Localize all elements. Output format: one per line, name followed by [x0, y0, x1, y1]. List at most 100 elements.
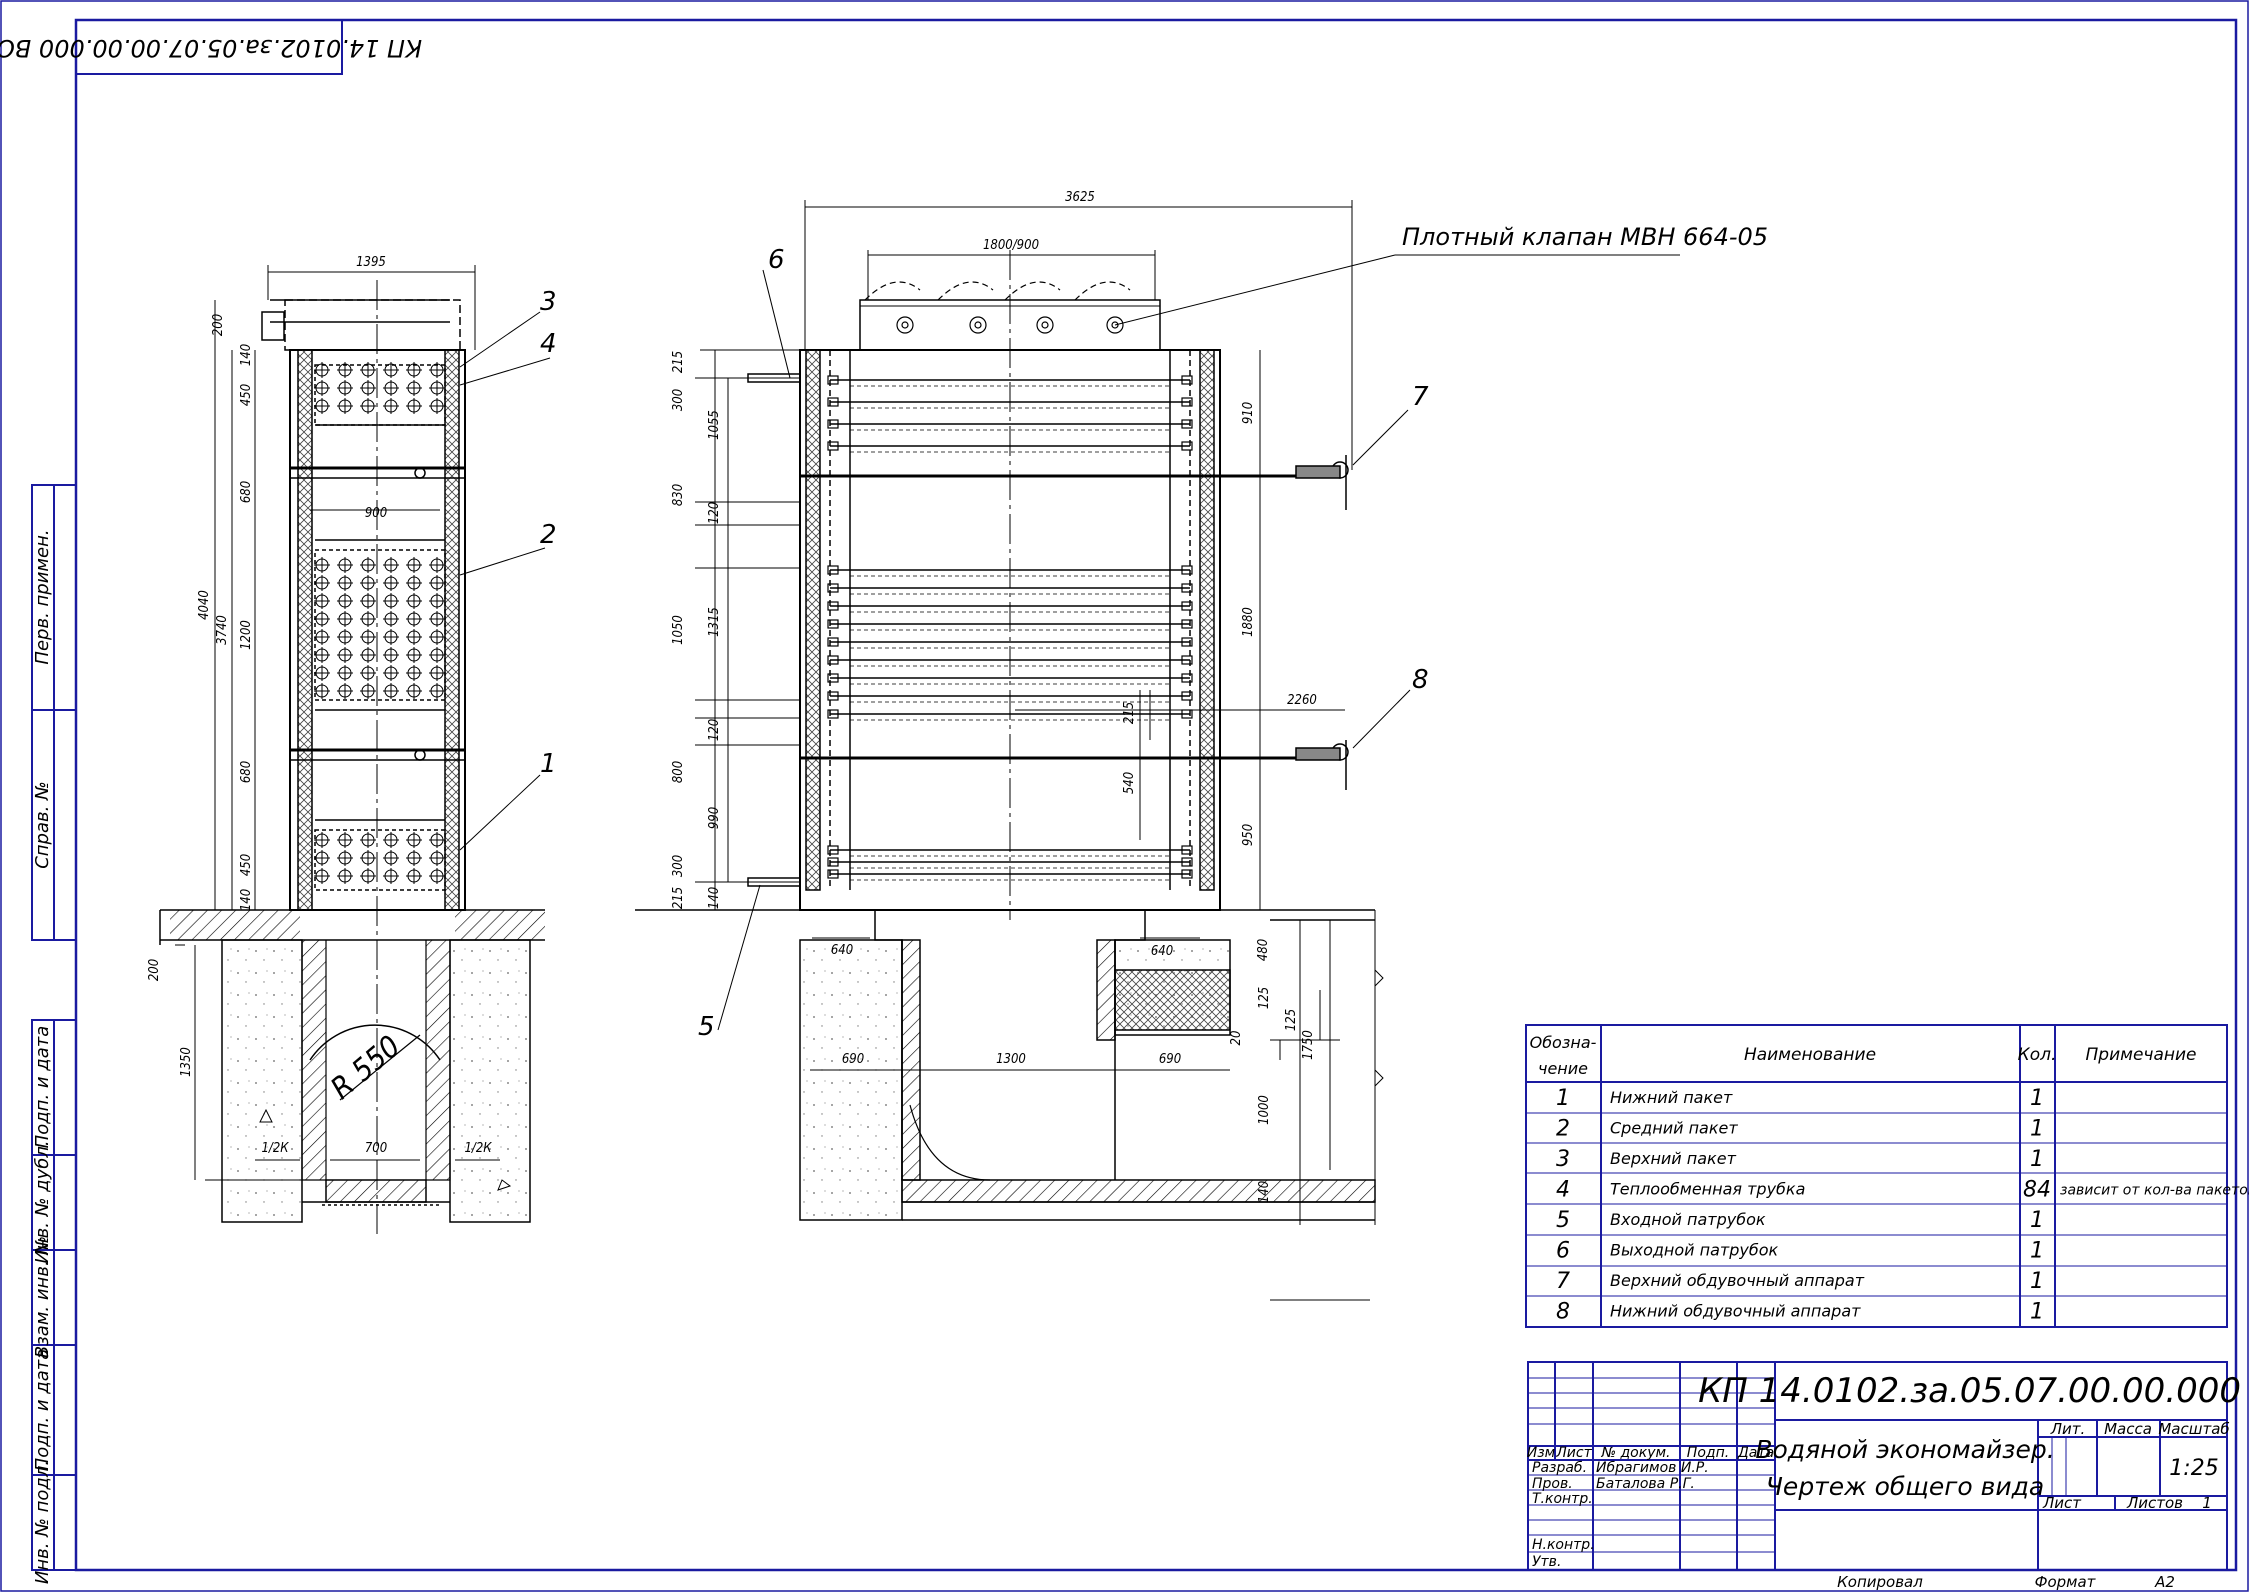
tube-circle	[314, 647, 330, 663]
dim-half-k-right: 1/2К	[464, 1141, 492, 1156]
tube-circle	[406, 557, 422, 573]
tube-circle	[314, 665, 330, 681]
tube-circle	[360, 629, 376, 645]
tb-title-line2: Чертеж общего вида	[1766, 1472, 2044, 1501]
spec-row-name: Входной патрубок	[1610, 1210, 1766, 1229]
tube-circle	[360, 647, 376, 663]
tube-circle	[406, 868, 422, 884]
side-label-sprav: Справ. №	[32, 781, 53, 869]
tube-circle	[429, 362, 445, 378]
callout-4: 4	[540, 329, 557, 359]
tube-circle	[383, 593, 399, 609]
tube-circle	[360, 665, 376, 681]
tube-circle	[406, 629, 422, 645]
dim-3625: 3625	[1065, 190, 1095, 205]
dim-800: 800	[671, 761, 686, 783]
tube-circle	[383, 380, 399, 396]
tube-circle	[314, 575, 330, 591]
dim-200-base: 200	[147, 959, 162, 981]
tb-title-line1: Водяной экономайзер.	[1755, 1435, 2054, 1464]
tube-circle	[429, 629, 445, 645]
damper	[1004, 281, 1061, 334]
tube-circle	[360, 362, 376, 378]
side-label-perv: Перв. примен.	[32, 529, 53, 664]
tube-circle	[406, 380, 422, 396]
dim-120-bottom: 120	[707, 719, 722, 741]
tb-format-value: А2	[2154, 1573, 2175, 1591]
tube-circle	[337, 380, 353, 396]
callout-2: 2	[540, 520, 557, 550]
tube-circle	[406, 398, 422, 414]
dim-1055: 1055	[707, 410, 722, 440]
tb-format-label: Формат	[2035, 1573, 2097, 1591]
spec-row-pos: 8	[1556, 1300, 1570, 1325]
tube-circle	[360, 398, 376, 414]
tube-circle	[406, 850, 422, 866]
dim-1395: 1395	[356, 255, 386, 270]
dim-2260: 2260	[1287, 693, 1317, 708]
tube-circle	[360, 575, 376, 591]
tube-circle	[337, 850, 353, 866]
tb-prov-label: Пров.	[1532, 1476, 1573, 1492]
dim-690-left: 690	[842, 1052, 864, 1067]
dim-990: 990	[707, 807, 722, 829]
spec-table	[1525, 1024, 2228, 1328]
dim-215-bottom: 215	[671, 887, 686, 909]
tube-circle	[429, 832, 445, 848]
tb-col-docnum: № докум.	[1600, 1445, 1670, 1461]
tube-circle	[406, 683, 422, 699]
dim-450-bottom: 450	[239, 854, 254, 876]
spec-row-pos: 2	[1556, 1117, 1570, 1142]
tube-row	[827, 375, 1193, 387]
tb-lit-label: Лит.	[2050, 1420, 2086, 1438]
dim-215-top: 215	[671, 351, 686, 373]
side-label-podp-2: Подп. и дата	[32, 1349, 53, 1472]
tube-circle	[406, 832, 422, 848]
tube-circle	[314, 611, 330, 627]
tube-circle	[337, 683, 353, 699]
spec-row-name: Средний пакет	[1610, 1119, 1738, 1138]
tb-col-izm: Изм	[1527, 1445, 1556, 1461]
tube-circle	[314, 398, 330, 414]
tube-circle	[429, 611, 445, 627]
tube-row	[827, 419, 1193, 431]
callout-1: 1	[540, 749, 557, 779]
tube-circle	[360, 832, 376, 848]
spec-row-pos: 4	[1556, 1178, 1570, 1203]
tube-circle	[314, 557, 330, 573]
tube-circle	[383, 629, 399, 645]
tube-pack-lower	[314, 829, 446, 891]
tb-nkontr-label: Н.контр.	[1532, 1537, 1595, 1553]
right-view-dims: 3625 1800/900 215 300 1055 830 120 1315 …	[671, 190, 1317, 1203]
damper	[937, 281, 994, 334]
tb-col-podp: Подп.	[1687, 1445, 1729, 1461]
tube-circle	[406, 611, 422, 627]
spec-row-name: Нижний пакет	[1610, 1088, 1733, 1107]
tb-sheet-label: Лист	[2042, 1494, 2082, 1512]
tube-circle	[337, 575, 353, 591]
tb-col-data: Дата	[1737, 1445, 1774, 1461]
dim-300-bottom: 300	[671, 855, 686, 877]
tube-circle	[429, 868, 445, 884]
dim-215-mid: 215	[1122, 702, 1137, 724]
tube-row	[827, 857, 1193, 869]
dim-1750: 1750	[1301, 1030, 1316, 1060]
tb-masshtab-label: Масштаб	[2158, 1420, 2229, 1438]
tube-circle	[383, 683, 399, 699]
tube-circle	[429, 665, 445, 681]
dim-20: 20	[1229, 1031, 1244, 1046]
dim-540: 540	[1122, 772, 1137, 794]
tube-circle	[429, 593, 445, 609]
spec-row-qty: 1	[2030, 1300, 2044, 1325]
tb-copied: Копировал	[1837, 1573, 1923, 1591]
top-dampers	[864, 281, 1131, 334]
spec-row-qty: 1	[2030, 1208, 2044, 1233]
tube-circle	[429, 683, 445, 699]
tube-row	[827, 673, 1193, 685]
drawing-frame	[74, 18, 2238, 1572]
dim-1880: 1880	[1241, 607, 1256, 637]
title-block	[1527, 1361, 2228, 1571]
tb-razrab-name: Ибрагимов И.Р.	[1596, 1460, 1709, 1476]
tube-circle	[429, 380, 445, 396]
